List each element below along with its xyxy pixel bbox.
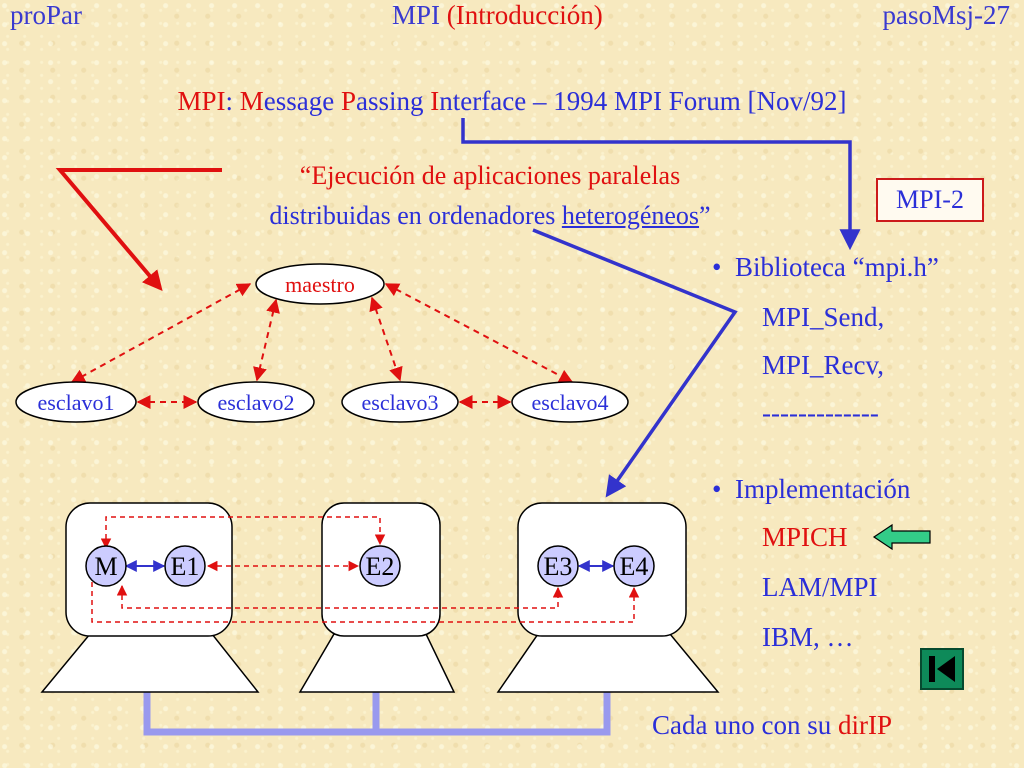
process-m: M xyxy=(85,545,127,587)
link-master-esclavo2 xyxy=(253,298,280,382)
quote-line-2: distribuidas en ordenadores heterogéneos… xyxy=(200,196,780,236)
slide-title-mpi: MPI xyxy=(392,0,441,30)
quote-line-1: “Ejecución de aplicaciones paralelas xyxy=(299,161,681,190)
library-title: Biblioteca “mpi.h” xyxy=(734,252,939,282)
quote-close: ” xyxy=(699,201,711,230)
process-e4-label: E4 xyxy=(620,552,649,581)
footer-note: Cada uno con su dirIP xyxy=(652,710,892,741)
impl-item-ibm: IBM, … xyxy=(762,622,854,652)
process-e1: E1 xyxy=(164,545,206,587)
library-item-send: MPI_Send, xyxy=(762,302,885,332)
process-e3-label: E3 xyxy=(544,552,573,581)
implementation-title: Implementación xyxy=(734,474,911,504)
link-master-esclavo1 xyxy=(70,283,252,383)
impl-item-mpich: MPICH xyxy=(762,522,848,552)
heading-i: I xyxy=(430,86,440,116)
left-arrow-icon xyxy=(872,523,931,551)
node-maestro: maestro xyxy=(255,263,385,305)
slide-number: pasoMsj-27 xyxy=(882,0,1011,30)
node-esclavo3-label: esclavo3 xyxy=(362,390,439,415)
heading-assing: assing xyxy=(356,86,424,116)
heterogeneous-pointer-arrow xyxy=(532,228,738,498)
mpi-definition: MPI: Message Passing Interface – 1994 MP… xyxy=(0,86,1024,117)
library-bullet: • xyxy=(712,252,722,282)
quote-heterogeneous: heterogéneos xyxy=(561,201,700,230)
title-bar: proPar MPI (Introducción) pasoMsj-27 xyxy=(0,0,1024,34)
implementation-bullet: • xyxy=(712,474,722,504)
heading-mpi: MPI xyxy=(177,86,226,116)
mpi2-box: MPI-2 xyxy=(876,178,984,222)
heading-colon: : xyxy=(225,86,234,116)
process-e1-label: E1 xyxy=(171,552,200,581)
quote-line-2-text: distribuidas en ordenadores xyxy=(269,201,556,230)
library-item-recv: MPI_Recv, xyxy=(762,350,884,380)
impl-item-lam: LAM/MPI xyxy=(762,572,878,602)
master-slave-links xyxy=(70,283,574,409)
process-e2-label: E2 xyxy=(366,552,395,581)
network-cable xyxy=(143,692,611,736)
back-button[interactable] xyxy=(920,648,964,690)
computer-3 xyxy=(496,502,720,693)
heading-p: P xyxy=(341,86,357,116)
node-esclavo4-label: esclavo4 xyxy=(532,390,609,415)
link-master-esclavo3 xyxy=(369,296,403,382)
quote: “Ejecución de aplicaciones paralelas dis… xyxy=(200,156,780,236)
library-bullet-row: • Biblioteca “mpi.h” xyxy=(712,252,939,283)
slide-title: MPI (Introducción) xyxy=(392,0,603,31)
node-esclavo4: esclavo4 xyxy=(511,381,629,423)
process-m-label: M xyxy=(94,552,117,581)
node-esclavo1: esclavo1 xyxy=(15,381,137,423)
process-e2: E2 xyxy=(359,545,401,587)
computer-1 xyxy=(40,502,260,693)
course-label: proPar xyxy=(10,0,82,30)
footer-dirip: dirIP xyxy=(837,710,892,740)
computer-2 xyxy=(298,502,456,693)
link-master-esclavo4 xyxy=(384,283,574,383)
process-e3: E3 xyxy=(537,545,579,587)
link-m-e4 xyxy=(91,582,640,623)
heading-essage: essage xyxy=(263,86,335,116)
node-esclavo2-label: esclavo2 xyxy=(218,390,295,415)
node-esclavo1-label: esclavo1 xyxy=(38,390,115,415)
quote-pointer-arrow xyxy=(55,168,222,292)
library-item-more: ------------- xyxy=(762,398,879,428)
link-m-e2 xyxy=(100,516,386,550)
interface-pointer-arrow xyxy=(461,118,861,251)
slide-title-intro: (Introducción) xyxy=(446,0,603,30)
process-links xyxy=(91,516,640,623)
implementation-bullet-row: • Implementación xyxy=(712,474,910,505)
node-maestro-label: maestro xyxy=(285,272,355,297)
skip-to-start-icon xyxy=(929,656,955,682)
node-esclavo2: esclavo2 xyxy=(197,381,315,423)
footer-prefix: Cada uno con su xyxy=(652,710,832,740)
heading-m: M xyxy=(239,86,264,116)
heading-rest: nterface – 1994 MPI Forum [Nov/92] xyxy=(439,86,847,116)
link-m-e3 xyxy=(116,584,564,609)
node-esclavo3: esclavo3 xyxy=(341,381,459,423)
process-e4: E4 xyxy=(613,545,655,587)
